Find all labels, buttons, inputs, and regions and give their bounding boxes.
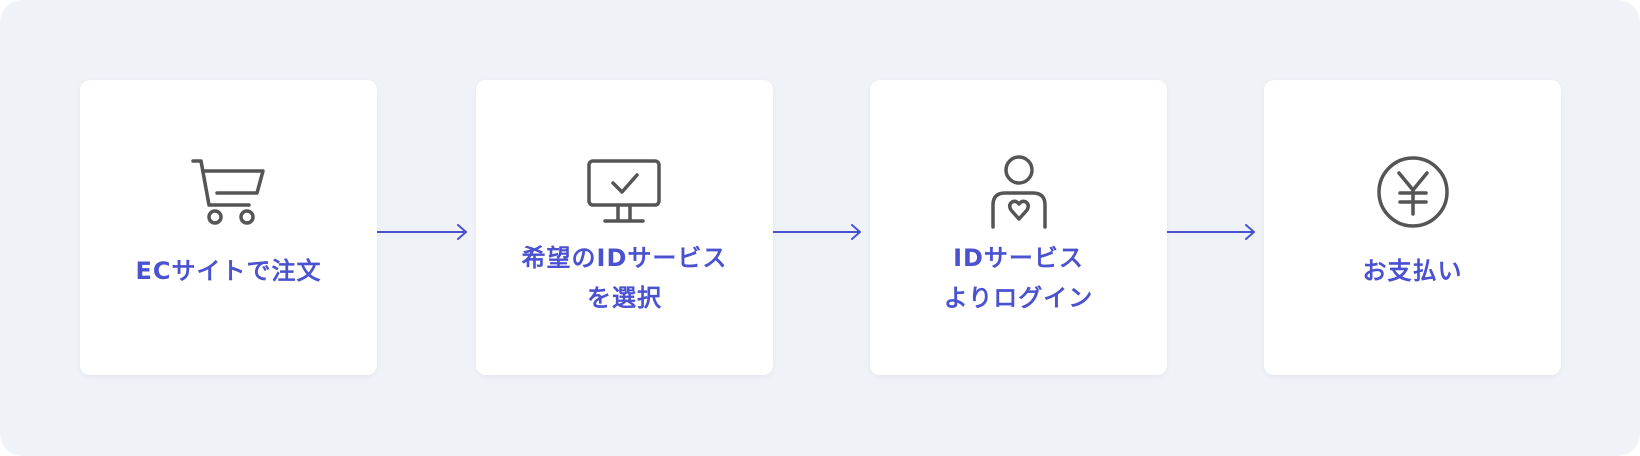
user-heart-icon bbox=[870, 152, 1167, 232]
step-card-select-id: 希望のIDサービス を選択 bbox=[476, 80, 773, 375]
yen-coin-icon bbox=[1264, 152, 1561, 232]
flow-arrow bbox=[1167, 224, 1256, 240]
step-label: 希望のIDサービス を選択 bbox=[476, 238, 773, 318]
flow-arrow bbox=[773, 224, 862, 240]
shopping-cart-icon bbox=[80, 152, 377, 232]
monitor-check-icon bbox=[476, 152, 773, 232]
step-label: IDサービス よりログイン bbox=[870, 238, 1167, 318]
step-label-line: お支払い bbox=[1362, 257, 1463, 285]
step-label: ECサイトで注文 bbox=[80, 251, 377, 291]
flow-arrow bbox=[377, 224, 468, 240]
step-card-login: IDサービス よりログイン bbox=[870, 80, 1167, 375]
step-label-line: ECサイトで注文 bbox=[135, 257, 322, 285]
step-label-line: IDサービス bbox=[953, 244, 1084, 272]
step-label-line: を選択 bbox=[587, 284, 662, 312]
step-label-line: 希望のIDサービス bbox=[521, 244, 728, 272]
step-label: お支払い bbox=[1264, 251, 1561, 291]
step-card-payment: お支払い bbox=[1264, 80, 1561, 375]
step-label-line: よりログイン bbox=[943, 284, 1094, 312]
step-card-order: ECサイトで注文 bbox=[80, 80, 377, 375]
